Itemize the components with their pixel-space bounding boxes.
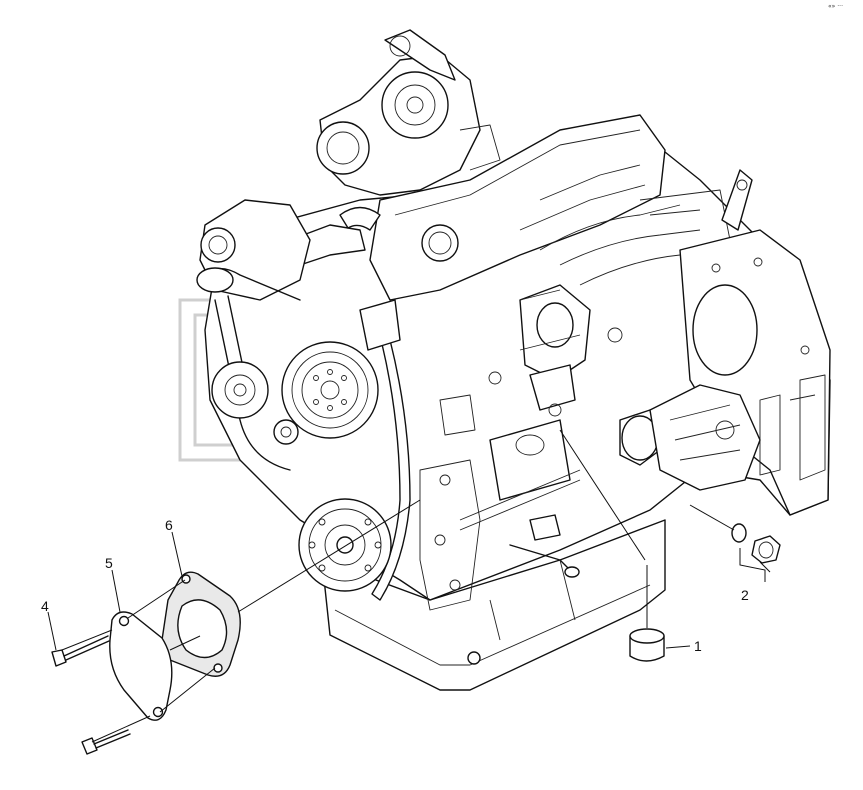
bolt-part-lower xyxy=(81,729,131,755)
callout-numbers: 1 2 4 5 6 xyxy=(41,517,749,654)
bolt-part-upper xyxy=(51,635,110,667)
plug-part xyxy=(731,523,781,564)
cover-plate-part xyxy=(109,611,173,721)
leader-lines xyxy=(47,429,771,743)
callout-1: 1 xyxy=(694,638,702,654)
callout-5: 5 xyxy=(105,555,113,571)
callout-6: 6 xyxy=(165,517,173,533)
engine-assembly xyxy=(196,29,831,691)
cap-part xyxy=(629,628,665,662)
callout-2: 2 xyxy=(741,587,749,603)
callout-4: 4 xyxy=(41,598,49,614)
corner-mark: «» ··· xyxy=(828,3,843,10)
